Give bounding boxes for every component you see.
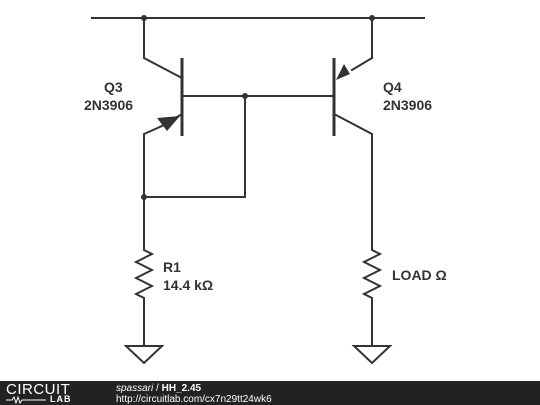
- q3-collector-lead: [143, 17, 184, 80]
- credit-separator: /: [153, 383, 162, 394]
- ground-symbol-right: [351, 345, 393, 365]
- q4-part-label: 2N3906: [383, 97, 432, 113]
- q4-emitter-lead: [350, 56, 374, 72]
- circuit-schematic: Q3 2N3906 Q4 2N3906 R1 14.4 kΩ LOAD Ω: [84, 15, 447, 365]
- q3-ref-label: Q3: [104, 79, 123, 95]
- circuitlab-logo-wave-icon: [6, 396, 46, 404]
- author-name[interactable]: spassari: [116, 383, 154, 394]
- transistor-q3: [143, 17, 184, 136]
- junction-dot-q3-node: [141, 194, 147, 200]
- project-name[interactable]: HH_2.45: [161, 383, 202, 394]
- q3-emitter-wire: [143, 124, 164, 245]
- footer-bar: CIRCUIT LAB spassari / HH_2.45 http://ci…: [0, 381, 540, 405]
- transistor-q4: [332, 17, 374, 245]
- circuitlab-logo-sub: LAB: [50, 394, 72, 404]
- circuit-url-link[interactable]: http://circuitlab.com/cx7n29tt24wk6: [116, 394, 272, 405]
- q3-emitter-arrow: [157, 116, 180, 131]
- q3-part-label: 2N3906: [84, 97, 133, 113]
- r1-ref-label: R1: [163, 259, 181, 275]
- diode-connect-wire: [143, 95, 246, 198]
- q4-collector-lead: [332, 112, 373, 245]
- footer-credit-line: spassari / HH_2.45: [116, 383, 201, 394]
- r1-value-label: 14.4 kΩ: [163, 277, 213, 293]
- resistor-r1: [133, 243, 155, 305]
- q4-emitter-arrow: [336, 64, 350, 80]
- resistor-load: [361, 243, 383, 305]
- q4-ref-label: Q4: [383, 79, 402, 95]
- load-label: LOAD Ω: [392, 267, 447, 283]
- ground-symbol-left: [123, 345, 165, 365]
- circuitlab-logo-text: CIRCUIT: [6, 381, 71, 398]
